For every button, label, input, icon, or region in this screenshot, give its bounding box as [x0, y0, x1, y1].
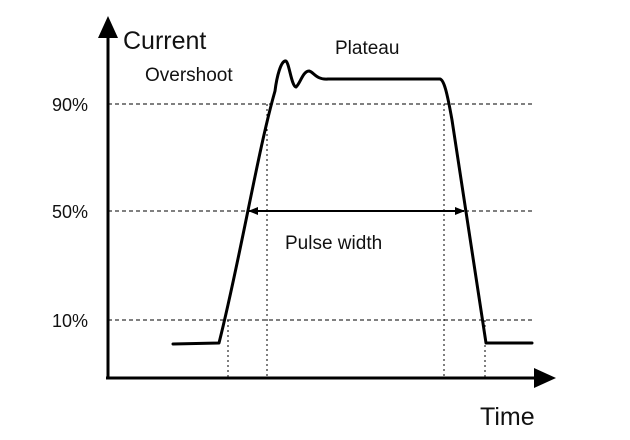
tick-label-90: 90%	[52, 95, 88, 115]
y-axis-label: Current	[123, 27, 206, 55]
pulse-width-label: Pulse width	[285, 233, 382, 254]
x-axis-label: Time	[480, 403, 535, 431]
x-axis-arrowhead	[534, 368, 556, 388]
y-axis-arrowhead	[98, 16, 118, 38]
overshoot-label: Overshoot	[145, 65, 233, 86]
tick-label-10: 10%	[52, 311, 88, 331]
plateau-label: Plateau	[335, 38, 399, 59]
pulse-waveform	[171, 59, 534, 346]
tick-label-50: 50%	[52, 202, 88, 222]
